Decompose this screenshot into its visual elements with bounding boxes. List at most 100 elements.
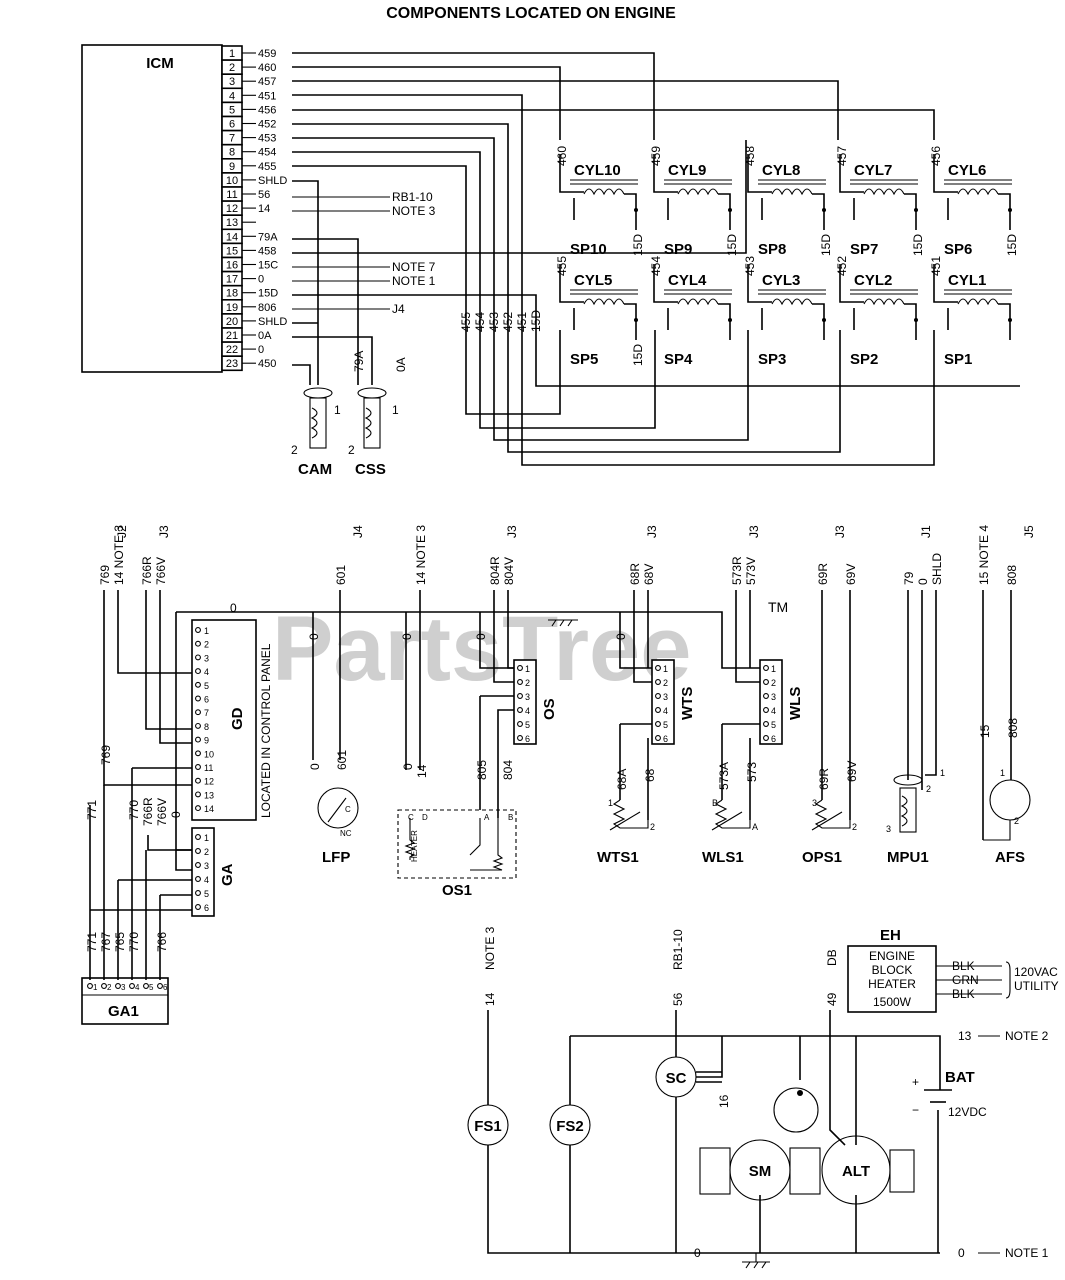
svg-text:15D: 15D xyxy=(529,310,543,332)
page-title: COMPONENTS LOCATED ON ENGINE xyxy=(386,5,676,22)
icm-pin-wire: 453 xyxy=(258,133,276,145)
ga1-pin-number: 3 xyxy=(121,983,126,992)
svg-text:0: 0 xyxy=(614,633,628,640)
svg-text:C: C xyxy=(408,813,414,822)
coil-leads xyxy=(559,264,637,340)
svg-text:0: 0 xyxy=(307,633,321,640)
pin-terminal xyxy=(517,707,523,713)
connector-body xyxy=(513,659,537,745)
svg-text:68: 68 xyxy=(643,768,657,782)
svg-text:3: 3 xyxy=(812,798,817,808)
header-wire-label: 14 NOTE 3 xyxy=(414,525,428,585)
svg-text:49: 49 xyxy=(825,992,839,1006)
pin-number: 6 xyxy=(525,734,530,744)
pin-terminal xyxy=(763,693,769,699)
svg-text:0: 0 xyxy=(308,763,322,770)
os1-sender: 0 14 805 804 HEATER C D A B OS1 xyxy=(397,760,517,899)
gd-block xyxy=(191,619,257,821)
ga1-pin-number: 1 xyxy=(93,983,98,992)
pin-number: 1 xyxy=(204,833,209,843)
icm-pin-wire: 456 xyxy=(258,104,276,116)
cylinder-wire: 456 xyxy=(929,146,943,166)
svg-text:C: C xyxy=(345,805,351,814)
svg-text:DB: DB xyxy=(825,949,839,966)
icm-label: ICM xyxy=(146,55,174,72)
svg-text:14: 14 xyxy=(415,764,429,778)
svg-text:D: D xyxy=(422,813,428,822)
pin-terminal xyxy=(655,679,661,685)
svg-text:A: A xyxy=(752,822,758,832)
svg-text:771: 771 xyxy=(85,932,99,952)
coil-leads xyxy=(933,154,1011,230)
svg-text:770: 770 xyxy=(127,800,141,820)
pin-terminal xyxy=(195,848,201,854)
ga1-pin-number: 2 xyxy=(107,983,112,992)
sc-solenoid: SC xyxy=(655,1056,697,1098)
icm-trunk-wires xyxy=(292,52,1020,466)
cylinder-wire: 454 xyxy=(649,256,663,276)
coil-winding xyxy=(771,298,813,306)
coil-winding xyxy=(863,298,905,306)
ga1-pin-number: 4 xyxy=(135,983,140,992)
cylinder-wire: 458 xyxy=(743,146,757,166)
pin-terminal xyxy=(517,693,523,699)
svg-text:15: 15 xyxy=(978,724,992,738)
pin-number: 4 xyxy=(204,875,209,885)
pin-terminal xyxy=(517,665,523,671)
svg-text:SC: SC xyxy=(666,1070,687,1087)
pin-terminal xyxy=(195,764,201,770)
svg-text:451: 451 xyxy=(515,312,529,332)
svg-text:UTILITY: UTILITY xyxy=(1014,979,1059,993)
coil-core xyxy=(758,289,826,295)
coil-winding xyxy=(771,188,813,196)
coil-junction xyxy=(914,208,918,212)
coil-winding xyxy=(863,188,905,196)
pin-number: 2 xyxy=(525,678,530,688)
pin-terminal xyxy=(195,791,201,798)
svg-text:SM: SM xyxy=(749,1163,772,1180)
svg-text:2: 2 xyxy=(852,822,857,832)
svg-text:2: 2 xyxy=(1014,816,1019,826)
sensor-wiring xyxy=(339,590,1012,840)
svg-text:573A: 573A xyxy=(717,762,731,790)
wts1-sensor: 68A 68 1 2 WTS1 xyxy=(597,768,657,866)
cylinder-label: CYL2 xyxy=(854,272,892,289)
coil-leads xyxy=(839,154,917,230)
coil-junction xyxy=(1008,318,1012,322)
icm-pin-number: 7 xyxy=(229,133,235,145)
header-wire-label: 769 xyxy=(98,565,112,585)
header-wire-label: 804R xyxy=(488,556,502,585)
wts1-label: WTS1 xyxy=(597,849,639,866)
pin-number: 4 xyxy=(771,706,776,716)
pin-number: 1 xyxy=(663,664,668,674)
svg-text:0: 0 xyxy=(400,633,414,640)
icm-note-1: NOTE 1 xyxy=(392,274,436,288)
header-wire-label: 14 NOTE 3 xyxy=(112,525,126,585)
header-wire-label: 79 xyxy=(902,571,916,585)
svg-text:HEATER: HEATER xyxy=(410,830,419,862)
icm-pin-number: 20 xyxy=(226,316,238,328)
icm-pin-number: 6 xyxy=(229,119,235,131)
svg-text:B: B xyxy=(508,813,513,822)
icm-pin-wire: 15D xyxy=(258,288,278,300)
svg-text:13: 13 xyxy=(958,1029,972,1043)
ga1-terminal xyxy=(129,983,135,989)
pin-terminal xyxy=(763,665,769,671)
gd-label: GD xyxy=(229,707,246,730)
icm-note-rb: RB1-10 xyxy=(392,190,433,204)
ga1-pin-number: 5 xyxy=(149,983,154,992)
icm-pin-number: 17 xyxy=(226,274,238,286)
svg-text:455: 455 xyxy=(459,312,473,332)
cylinder-common: 15D xyxy=(631,344,645,366)
svg-text:A: A xyxy=(484,813,490,822)
icm-module xyxy=(81,44,223,373)
battery: BAT 12VDC + − xyxy=(912,1069,987,1119)
svg-text:NOTE 2: NOTE 2 xyxy=(1005,1029,1049,1043)
cylinder-label: CYL7 xyxy=(854,162,892,179)
